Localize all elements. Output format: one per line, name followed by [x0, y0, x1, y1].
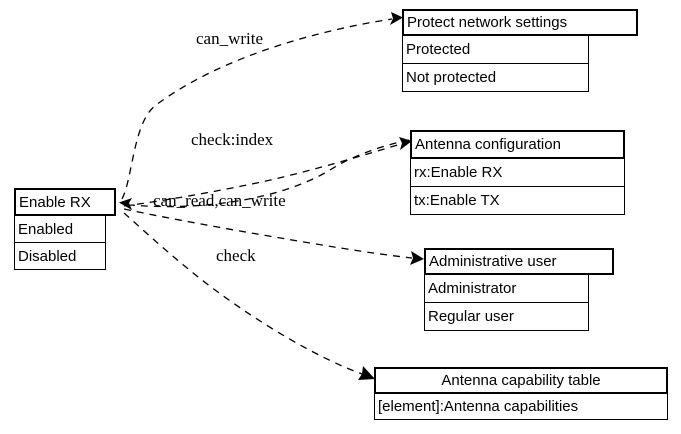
- node-antenna-configuration-title[interactable]: Antenna configuration: [410, 130, 625, 159]
- node-antenna-configuration-field-1[interactable]: tx:Enable TX: [410, 186, 625, 215]
- edge-label-can-read-can-write: can_read,can_write: [153, 191, 286, 210]
- node-enable-rx-field-0[interactable]: Enabled: [14, 215, 106, 243]
- edge-to-antenna-capability-table: [123, 212, 375, 380]
- node-protect-network-settings-field-0[interactable]: Protected: [402, 35, 589, 64]
- node-enable-rx-field-1[interactable]: Disabled: [14, 242, 106, 270]
- node-antenna-capability-table-field-0[interactable]: [element]:Antenna capabilities: [374, 393, 668, 420]
- node-antenna-configuration-field-0[interactable]: rx:Enable RX: [410, 158, 625, 187]
- node-administrative-user-title[interactable]: Administrative user: [424, 248, 614, 275]
- node-protect-network-settings-field-1[interactable]: Not protected: [402, 63, 589, 92]
- node-administrative-user-field-0[interactable]: Administrator: [424, 274, 589, 303]
- node-protect-network-settings-title[interactable]: Protect network settings: [402, 9, 638, 36]
- node-antenna-capability-table-title[interactable]: Antenna capability table: [374, 367, 668, 394]
- node-enable-rx-title[interactable]: Enable RX: [14, 188, 116, 216]
- edge-label-check-index: check:index: [191, 130, 274, 149]
- edge-check: [123, 208, 424, 265]
- edge-label-can-write: can_write: [196, 29, 264, 48]
- edge-label-check: check: [216, 246, 256, 265]
- node-administrative-user-field-1[interactable]: Regular user: [424, 302, 589, 331]
